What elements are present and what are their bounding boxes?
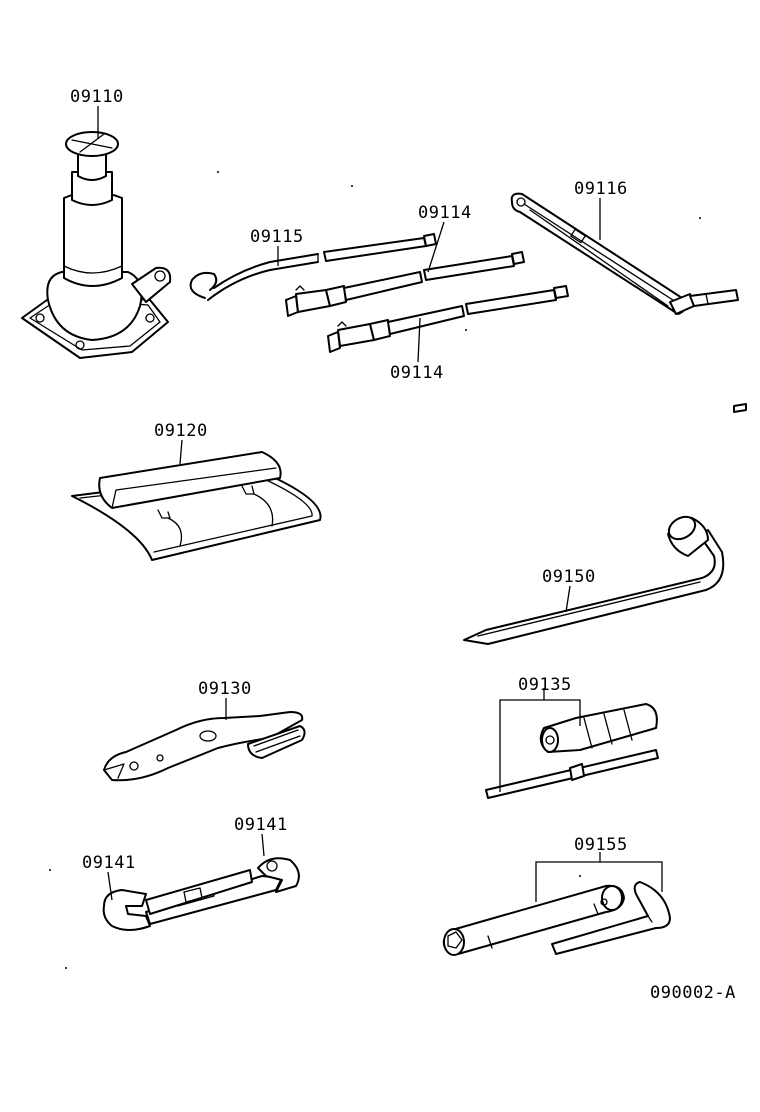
callout-plug-wrench: 09155 <box>574 835 628 855</box>
callout-pliers: 09130 <box>198 679 252 699</box>
diagram-id: 090002-A <box>650 983 736 1003</box>
callout-wrench-left: 09141 <box>82 853 136 873</box>
wheel-nut-wrench-illustration[interactable] <box>463 512 725 645</box>
callout-jack-handle: 09115 <box>250 227 304 247</box>
scan-speckles <box>49 171 701 969</box>
callout-jack: 09110 <box>70 87 124 107</box>
jack-handle-bar-illustration[interactable] <box>510 192 747 413</box>
leader-lines <box>97 106 663 902</box>
screwdriver-illustration[interactable] <box>485 703 659 799</box>
wrench-right-illustration[interactable] <box>145 857 300 925</box>
pliers-illustration[interactable] <box>103 711 306 782</box>
extension-bar-top-illustration[interactable] <box>285 251 525 317</box>
callout-extension-bar-bottom: 09114 <box>390 363 444 383</box>
plug-wrench-illustration[interactable] <box>442 881 671 956</box>
jack-handle-illustration[interactable] <box>189 233 437 301</box>
jack-illustration[interactable] <box>21 131 172 359</box>
callout-extension-bar-top: 09114 <box>418 203 472 223</box>
callout-wrench-right: 09141 <box>234 815 288 835</box>
extension-bar-bottom-illustration[interactable] <box>327 285 569 353</box>
wrench-left-illustration[interactable] <box>102 869 253 931</box>
tool-bag-illustration[interactable] <box>71 451 322 561</box>
callout-wheel-nut-wrench: 09150 <box>542 567 596 587</box>
callout-jack-handle-bar: 09116 <box>574 179 628 199</box>
callout-tool-bag: 09120 <box>154 421 208 441</box>
callout-screwdriver: 09135 <box>518 675 572 695</box>
